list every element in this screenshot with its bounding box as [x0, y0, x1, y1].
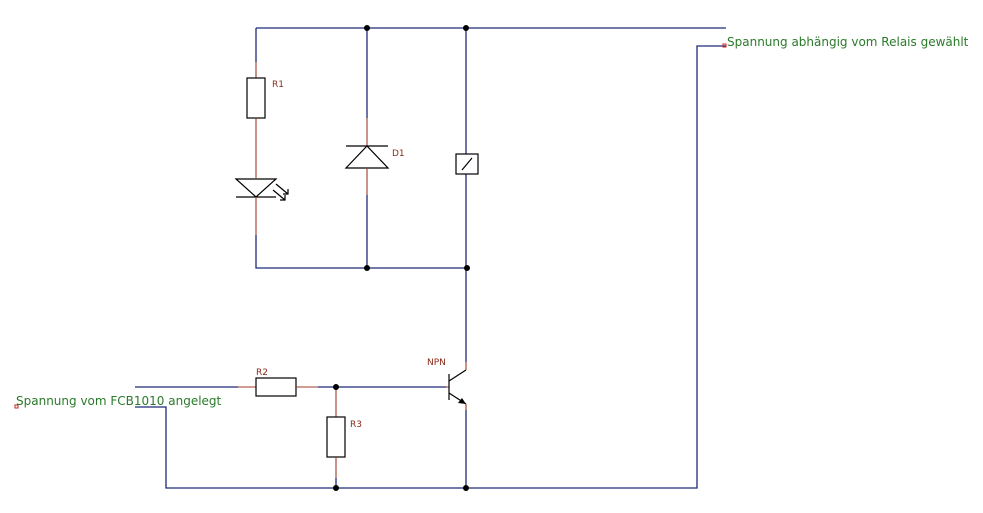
npn-label: NPN: [427, 358, 446, 368]
wire-input-bottom: [135, 45, 726, 489]
wires: [135, 27, 726, 489]
input-net-label: Spannung vom FCB1010 angelegt: [16, 394, 222, 408]
junction-dot: [364, 25, 370, 31]
relay-coil: [455, 153, 479, 175]
junction-dot: [463, 485, 469, 491]
resistor-r3: R3: [326, 387, 362, 478]
input-pin: [14, 404, 19, 409]
diode-d1: D1: [344, 118, 405, 195]
junction-dot: [464, 265, 470, 271]
npn-transistor: NPN: [427, 358, 467, 410]
r1-label: R1: [272, 80, 284, 90]
junction-dot: [333, 384, 339, 390]
led: [234, 178, 289, 235]
r3-label: R3: [350, 420, 362, 430]
junction-dot: [364, 265, 370, 271]
resistor-r2: R2: [238, 368, 318, 397]
d1-label: D1: [392, 149, 405, 159]
junction-dot: [463, 25, 469, 31]
output-pin: [722, 43, 727, 48]
r2-label: R2: [256, 368, 268, 378]
output-net-label: Spannung abhängig vom Relais gewählt: [727, 35, 969, 49]
junctions: [333, 25, 470, 491]
wire-led-branch-bottom: [255, 235, 467, 269]
junction-dot: [333, 485, 339, 491]
resistor-r1: R1: [246, 62, 284, 178]
